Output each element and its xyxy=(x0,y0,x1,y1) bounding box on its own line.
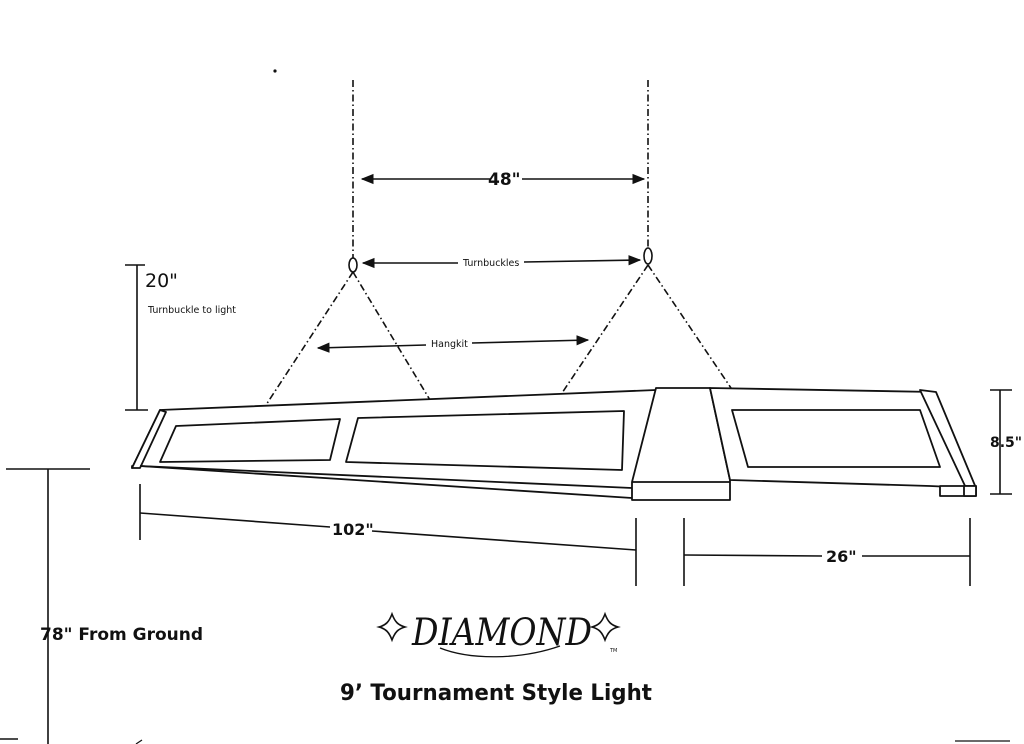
hangkit-right-inner xyxy=(559,264,649,397)
label-turnbuckles: Turnbuckles xyxy=(462,258,519,269)
hangkit-left-inner xyxy=(352,271,431,401)
hangkit-left-outer xyxy=(265,271,354,406)
label-hanger-spacing: 48" xyxy=(488,170,521,190)
panel-right xyxy=(731,409,941,468)
label-length: 102" xyxy=(332,520,374,539)
fixture-left-end xyxy=(131,409,167,469)
length-dimension xyxy=(139,484,637,586)
label-hangkit: Hangkit xyxy=(431,339,468,350)
hanging-chains xyxy=(265,80,734,406)
label-height: 8.5" xyxy=(990,435,1022,451)
product-title: 9’ Tournament Style Light xyxy=(340,681,652,706)
height-bracket xyxy=(990,389,1012,495)
panel-middle xyxy=(345,410,625,471)
drop-bracket xyxy=(125,264,148,411)
diamond-logo: DIAMOND TM xyxy=(376,611,621,658)
diamond-left-icon xyxy=(376,611,408,643)
arrow-hangkit-right xyxy=(471,335,590,346)
label-drop-note: Turnbuckle to light xyxy=(147,305,236,316)
arrow-turnbuckles-right xyxy=(523,255,642,266)
hangkit-right-outer xyxy=(647,264,734,392)
turnbuckle-left xyxy=(348,257,358,273)
brand-name: DIAMOND xyxy=(411,611,592,654)
light-fixture xyxy=(131,387,977,501)
panel-left xyxy=(159,418,341,463)
end-width-dimension xyxy=(683,518,971,586)
arrow-hangkit-left xyxy=(316,342,427,353)
edge-mark-bottom xyxy=(135,739,143,744)
brand-swash xyxy=(439,645,561,658)
brand-tm: TM xyxy=(609,648,617,654)
label-drop-value: 20" xyxy=(145,270,178,292)
label-end-width: 26" xyxy=(826,547,857,566)
label-ground: 78" From Ground xyxy=(40,625,203,645)
ground-dimension xyxy=(0,468,90,744)
stray-dot xyxy=(273,69,277,73)
turnbuckle-right xyxy=(643,247,653,265)
diamond-right-icon xyxy=(589,611,621,643)
